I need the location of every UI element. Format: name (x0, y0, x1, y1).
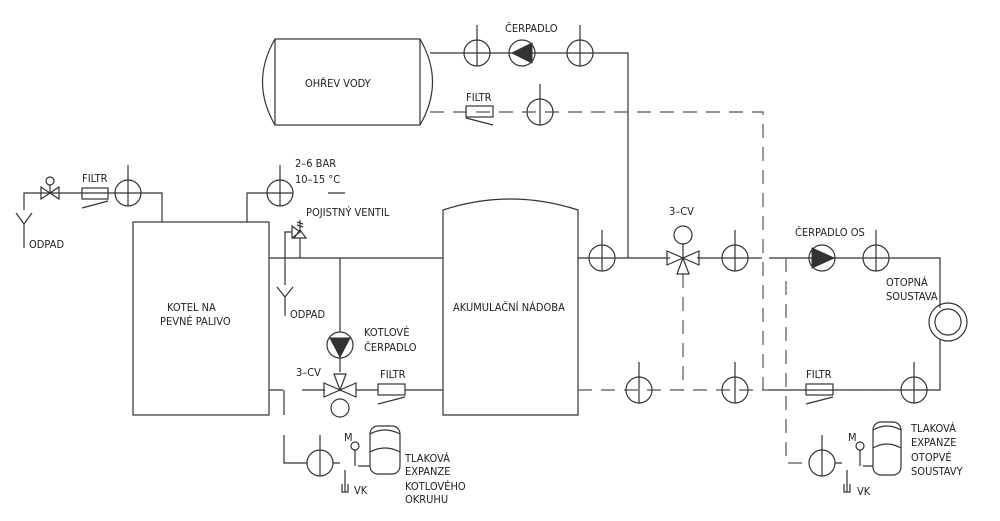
filter-left-label: FILTR (82, 172, 108, 185)
accumulator-label: AKUMULAČNÍ NÁDOBA (453, 301, 565, 314)
drain-cock-icon (843, 484, 851, 493)
expansion-left-label-1: TLAKOVÁ (404, 452, 450, 465)
ball-valve-icon (862, 229, 890, 272)
boiler-supply-pipe: POJISTNÝ VENTIL ODPAD KOTLOVÉ ČERPADLO (269, 206, 443, 372)
pressure-gauge-icon (350, 441, 370, 467)
heating-supply-pipe: 3–CV ČERPADLO OS OTOPNÁ SOUSTAVA (578, 205, 968, 404)
ball-valve-icon (900, 361, 928, 404)
accumulation-tank: AKUMULAČNÍ NÁDOBA (442, 198, 579, 416)
hot-water-pipe: ČERPADLO (430, 22, 629, 258)
water-heater-label: OHŘEV VODY (305, 77, 372, 90)
ball-valve-icon (721, 229, 749, 272)
vk-left-label: VK (354, 484, 368, 497)
safety-valve-label: POJISTNÝ VENTIL (306, 206, 390, 219)
expansion-right-label-3: OTOPVÉ (911, 451, 952, 464)
filter-icon (81, 187, 109, 209)
ball-valve-icon (306, 434, 334, 477)
boiler: KOTEL NA PEVNÉ PALIVO (132, 221, 270, 416)
expansion-vessel-icon (872, 421, 902, 476)
pump-top-label: ČERPADLO (505, 22, 558, 35)
ball-valve-icon (463, 24, 491, 67)
return-pipe-heater: FILTR (430, 83, 764, 390)
heating-return-pipe: FILTR VK M TLAKOVÁ EXPANZE OTOPVÉ SOUSTA… (578, 258, 964, 498)
three-way-valve-left-label: 3–CV (296, 366, 321, 379)
expansion-vessel-icon (369, 425, 401, 475)
gauge-left-label: M (344, 431, 353, 444)
vk-right-label: VK (857, 485, 871, 498)
expansion-right-label-1: TLAKOVÁ (910, 422, 956, 435)
boiler-pump-label-2: ČERPADLO (364, 341, 417, 354)
ball-valve-icon (625, 361, 653, 404)
safety-valve-icon (291, 220, 308, 240)
expansion-right-label-2: EXPANZE (911, 436, 957, 449)
expansion-left-label-4: OKRUHU (405, 493, 448, 506)
filter-top-label: FILTR (466, 91, 492, 104)
gauge-right-label: M (848, 431, 857, 444)
pressure-label: 2–6 BAR (295, 157, 336, 170)
pressure-gauge-icon (855, 441, 873, 467)
drain-mid-label: ODPAD (290, 308, 325, 321)
three-way-valve-right-label: 3–CV (669, 205, 694, 218)
heating-system-label-1: OTOPNÁ (886, 276, 928, 289)
filter-icon (805, 383, 834, 405)
ball-valve-icon (721, 361, 749, 404)
drain-icon (15, 212, 33, 248)
three-way-valve-icon (323, 373, 357, 418)
boiler-fill-pipe: 2–6 BAR 10–15 °C (246, 157, 345, 222)
ball-valve-icon (114, 164, 142, 207)
expansion-left-label-2: EXPANZE (405, 465, 451, 478)
boiler-label-2: PEVNÉ PALIVO (160, 315, 231, 328)
ball-valve-icon (526, 83, 554, 126)
temperature-label: 10–15 °C (295, 173, 340, 186)
water-heater-tank: OHŘEV VODY (261, 38, 434, 126)
three-way-valve-icon (666, 225, 700, 275)
heating-system-label-2: SOUSTAVA (886, 290, 938, 303)
boiler-label-1: KOTEL NA (167, 301, 216, 314)
boiler-pump-icon (326, 331, 354, 359)
drain-cock-icon (341, 484, 349, 493)
expansion-right-label-4: SOUSTAVY (911, 465, 964, 478)
ball-valve-icon (588, 229, 616, 272)
expansion-left-label-3: KOTLOVÉHO (405, 480, 466, 493)
boiler-pump-label-1: KOTLOVÉ (364, 326, 409, 339)
cold-water-inlet: ODPAD FILTR (15, 164, 163, 251)
filter-right-label: FILTR (806, 368, 832, 381)
drain-icon (276, 286, 294, 316)
boiler-return-pipe: 3–CV FILTR VK M TLAKOVÁ EXPANZE KOTLOVÉH… (269, 366, 466, 506)
pump-os-icon (808, 244, 836, 272)
filter-boiler-label: FILTR (380, 368, 406, 381)
filter-icon (465, 105, 494, 126)
ball-valve-icon (266, 164, 294, 207)
radiator-icon (928, 302, 968, 342)
pump-os-label: ČERPADLO OS (795, 226, 865, 239)
ball-valve-icon (566, 24, 594, 67)
pump-icon (508, 39, 536, 67)
filter-icon (377, 383, 406, 405)
ball-valve-icon (808, 434, 836, 477)
valve-icon (40, 176, 60, 201)
drain-left-label: ODPAD (29, 238, 64, 251)
